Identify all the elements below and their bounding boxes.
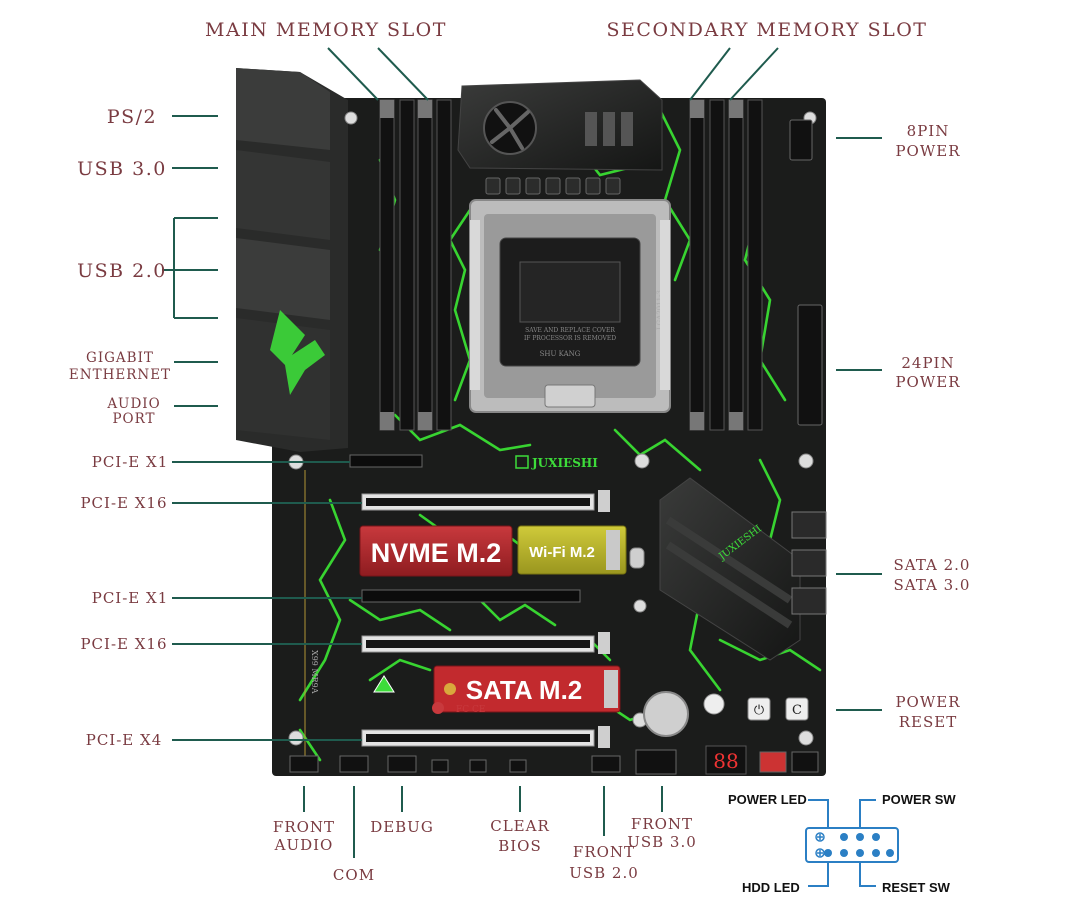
label-sata-1: SATA 2.0: [894, 556, 971, 574]
reset-button[interactable]: C: [785, 697, 809, 721]
nvme-m2-label: NVME M.2: [371, 538, 502, 568]
label-front-audio-2: AUDIO: [274, 836, 334, 854]
label-audio-1: AUDIO: [106, 396, 160, 412]
buzzer: [703, 693, 725, 715]
cpu-socket: SAVE AND REPLACE COVER IF PROCESSOR IS R…: [469, 199, 671, 413]
label-com: COM: [333, 866, 375, 884]
label-gigabit-1: GIGABIT: [86, 350, 154, 366]
label-24pin-1: 24PIN: [901, 354, 954, 372]
label-power-led: POWER LED: [728, 792, 807, 807]
label-pcie-x4: PCI-E X4: [86, 731, 163, 749]
label-usb30: USB 3.0: [77, 158, 167, 180]
label-clear-bios-1: CLEAR: [490, 817, 550, 835]
vrm-heatsink: [457, 79, 663, 195]
debug-display: 88: [705, 745, 747, 775]
label-24pin-2: POWER: [895, 373, 960, 391]
brand-text: JUXIESHI: [531, 456, 598, 470]
label-pcie-x16-b: PCI-E X16: [80, 635, 167, 653]
secondary-memory-slots: [689, 99, 763, 431]
debug-display-text: 88: [713, 749, 738, 773]
sata-ports: [791, 511, 827, 615]
label-reset-sw: RESET SW: [882, 880, 951, 895]
label-clear-bios-2: BIOS: [498, 837, 542, 855]
io-heatsink: [236, 68, 348, 452]
wifi-m2-label: Wi-Fi M.2: [529, 544, 595, 561]
label-power-reset-1: POWER: [895, 693, 960, 711]
label-usb20: USB 2.0: [77, 260, 167, 282]
pcie-x4-slot: [361, 726, 610, 748]
sata-m2-slot: SATA M.2: [433, 665, 621, 713]
front-panel-pin-diagram: POWER LED POWER SW HDD LED RESET SW: [728, 792, 956, 895]
wifi-m2-slot: Wi-Fi M.2: [517, 525, 627, 575]
socket-cover-text-3: SHU KANG: [540, 350, 581, 358]
cmos-battery: [643, 691, 689, 737]
main-memory-slots: [379, 99, 452, 431]
label-debug: DEBUG: [370, 818, 434, 836]
certification-icons: FC CE: [373, 675, 485, 715]
pcie-x1-slot-middle: [361, 589, 581, 603]
24pin-power-connector: [797, 304, 823, 426]
label-audio-2: PORT: [112, 411, 155, 427]
heatsink-logo-icon: [270, 310, 325, 395]
label-front-audio-1: FRONT: [273, 818, 335, 836]
model-text: X99 MR9A: [310, 650, 319, 694]
chipset-heatsink: JUXIESHI: [659, 477, 801, 661]
label-pcie-x16-a: PCI-E X16: [80, 494, 167, 512]
label-front-usb20-1: FRONT: [573, 843, 635, 861]
label-front-usb30-2: USB 3.0: [627, 833, 697, 851]
label-power-sw: POWER SW: [882, 792, 956, 807]
8pin-power-connector: [789, 119, 813, 161]
brand-logo: JUXIESHI: [515, 455, 598, 470]
socket-cover-text-1: SAVE AND REPLACE COVER: [525, 327, 615, 334]
power-button[interactable]: ⏻: [747, 697, 771, 721]
svg-text:FC CE: FC CE: [456, 705, 485, 715]
pcie-x1-slot-top: [349, 454, 423, 468]
label-sata-2: SATA 3.0: [894, 576, 971, 594]
label-ps2: PS/2: [107, 106, 157, 128]
label-8pin-1: 8PIN: [907, 122, 950, 140]
label-power-reset-2: RESET: [899, 713, 957, 731]
nvme-m2-slot: NVME M.2: [359, 525, 513, 577]
label-secondary-memory: SECONDARY MEMORY SLOT: [607, 19, 928, 41]
label-pcie-x1-a: PCI-E X1: [92, 453, 169, 471]
label-front-usb20-2: USB 2.0: [569, 864, 639, 882]
label-hdd-led: HDD LED: [742, 880, 800, 895]
reset-icon: C: [792, 703, 802, 718]
pcb-board: SAVE AND REPLACE COVER IF PROCESSOR IS R…: [236, 68, 827, 776]
label-8pin-2: POWER: [895, 142, 960, 160]
power-icon: ⏻: [754, 703, 764, 718]
socket-cover-text-2: IF PROCESSOR IS REMOVED: [524, 335, 616, 342]
labels: MAIN MEMORY SLOT SECONDARY MEMORY SLOT P…: [69, 19, 971, 884]
crystal: [629, 547, 645, 569]
label-main-memory: MAIN MEMORY SLOT: [205, 19, 447, 41]
label-front-usb30-1: FRONT: [631, 815, 693, 833]
bottom-headers: [289, 749, 819, 775]
label-gigabit-2: ENTHERNET: [69, 367, 171, 383]
sata-m2-label: SATA M.2: [466, 675, 583, 705]
label-pcie-x1-b: PCI-E X1: [92, 589, 169, 607]
leader-lines: [162, 47, 882, 858]
